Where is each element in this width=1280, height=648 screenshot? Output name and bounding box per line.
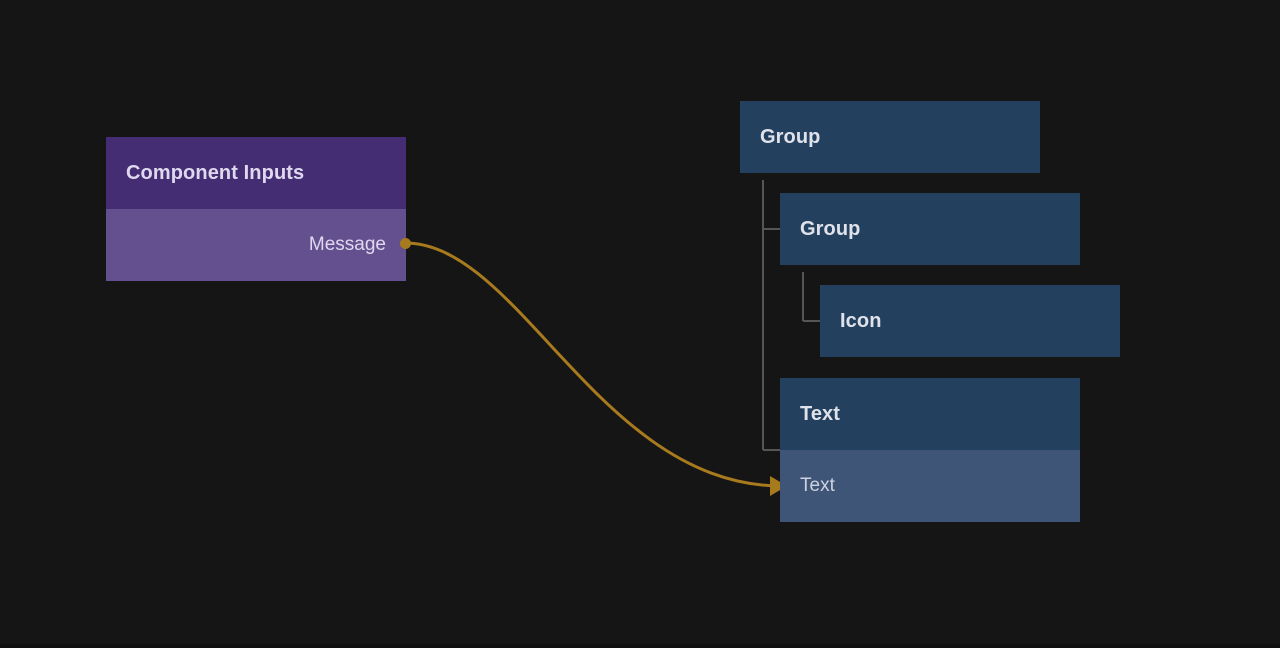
- tree-node-group-root[interactable]: Group: [740, 101, 1040, 173]
- data-edge-message-to-text: [403, 241, 787, 496]
- tree-node-text-row[interactable]: Text: [780, 450, 1080, 522]
- component-inputs-row-message[interactable]: Message: [106, 209, 406, 281]
- output-port-message[interactable]: [400, 238, 411, 249]
- tree-node-icon[interactable]: Icon: [820, 285, 1120, 357]
- bottom-edge-band: [0, 644, 1280, 648]
- component-inputs-node[interactable]: Component Inputs Message: [106, 137, 406, 281]
- component-inputs-row-label: Message: [308, 234, 386, 255]
- tree-node-text-row-label: Text: [800, 475, 835, 496]
- tree-connector-level-1: [762, 180, 780, 451]
- tree-node-group-child[interactable]: Group: [780, 193, 1080, 265]
- tree-connector-level-2: [802, 272, 820, 322]
- tree-node-title: Text: [780, 378, 1080, 450]
- tree-node-title: Group: [780, 193, 1080, 265]
- tree-node-title: Icon: [820, 285, 1120, 357]
- tree-node-title: Group: [740, 101, 1040, 173]
- tree-node-text[interactable]: Text Text: [780, 378, 1080, 522]
- component-inputs-title: Component Inputs: [106, 137, 406, 209]
